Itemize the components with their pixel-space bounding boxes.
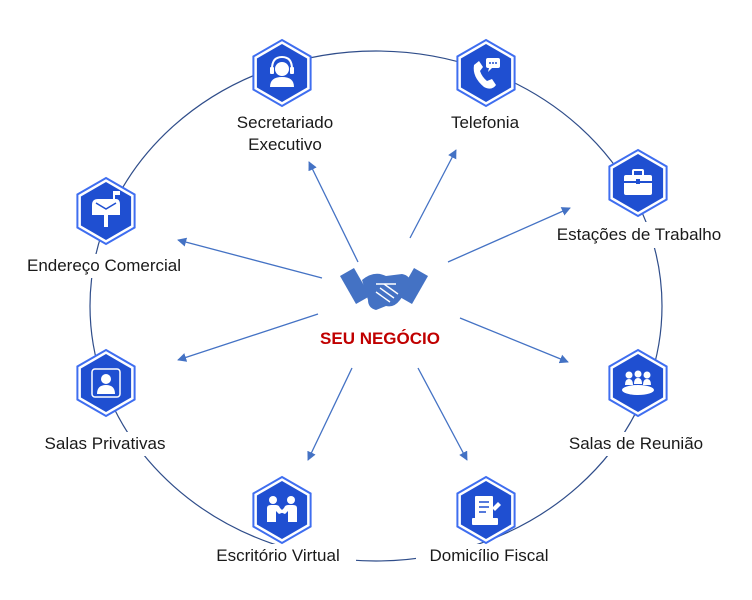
hex-node-reuniao: [608, 348, 668, 418]
label-privativas: Salas Privativas: [44, 434, 166, 453]
label-estacoes: Estações de Trabalho: [556, 225, 722, 244]
label-telefonia: Telefonia: [450, 113, 520, 132]
arrow-secretariado: [308, 161, 359, 263]
headset-agent-icon: [270, 55, 294, 87]
briefcase-icon: [624, 169, 652, 195]
handshake-icon: [340, 268, 428, 310]
hex-node-virtual: [252, 475, 312, 545]
hex-node-privativas: [76, 348, 136, 418]
hex-nodes: [76, 38, 668, 545]
hex-node-secretariado: [252, 38, 312, 108]
label-fiscal: Domicílio Fiscal: [429, 546, 549, 565]
outer-ring: [89, 50, 663, 562]
arrow-endereco: [177, 237, 323, 279]
people-handshake-icon: [267, 496, 297, 522]
hex-node-telefonia: [456, 38, 516, 108]
arrow-estacoes: [447, 207, 571, 263]
document-pen-icon: [472, 496, 501, 525]
label-secretariado: Secretariado Executivo: [226, 112, 344, 156]
person-badge-icon: [91, 368, 121, 398]
arrow-virtual: [307, 367, 353, 461]
hex-node-estacoes: [608, 148, 668, 218]
center-label: SEU NEGÓCIO: [320, 329, 440, 348]
hex-node-fiscal: [456, 475, 516, 545]
phone-chat-icon: [473, 58, 500, 89]
label-virtual: Escritório Virtual: [216, 546, 340, 565]
label-backdrops: [14, 110, 734, 568]
arrows: [177, 149, 571, 461]
hex-node-endereco: [76, 176, 136, 246]
label-secretariado-line1: Secretariado: [236, 113, 334, 132]
label-endereco: Endereço Comercial: [26, 256, 181, 275]
label-secretariado-line2: Executivo: [248, 135, 322, 154]
arrow-telefonia: [409, 149, 457, 239]
mailbox-icon: [92, 191, 120, 227]
arrow-reuniao: [459, 317, 569, 364]
meeting-table-icon: [622, 370, 654, 395]
label-reuniao: Salas de Reunião: [568, 434, 704, 453]
arrow-privativas: [177, 313, 319, 362]
arrow-fiscal: [417, 367, 468, 461]
